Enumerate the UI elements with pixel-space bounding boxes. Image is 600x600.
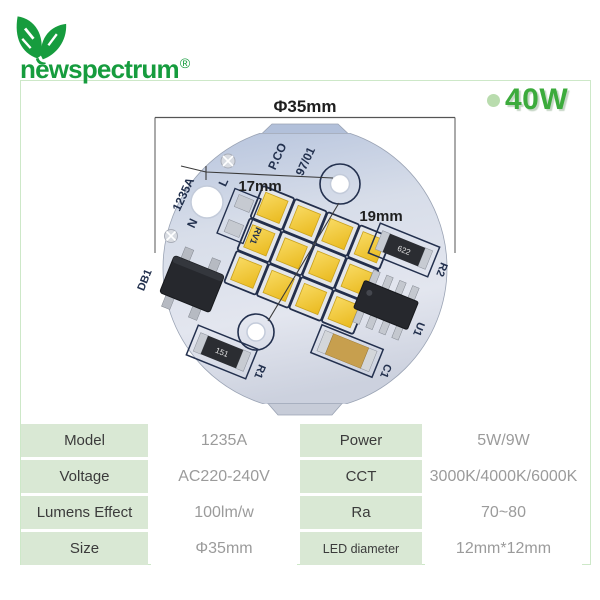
- brand-name: newspectrum®: [20, 54, 190, 85]
- solder-via-icon: [164, 153, 236, 243]
- spec-label-ra: Ra: [300, 496, 422, 529]
- spec-value-lumens: 100lm/w: [151, 496, 297, 529]
- component-c1: C1: [309, 323, 394, 380]
- spec-value-ra: 70~80: [425, 496, 582, 529]
- spec-value-led-diameter: 12mm*12mm: [425, 532, 582, 565]
- spec-label-lumens: Lumens Effect: [21, 496, 148, 529]
- power-badge: 40W: [487, 83, 568, 117]
- spec-label-model: Model: [21, 424, 148, 457]
- mount-hole-top-right: [319, 163, 361, 205]
- spec-label-led-diameter: LED diameter: [300, 532, 422, 565]
- power-badge-label: 40W: [505, 83, 569, 116]
- brand-name-text: newspectrum: [20, 54, 180, 84]
- spec-label-power: Power: [300, 424, 422, 457]
- spec-value-model: 1235A: [151, 424, 297, 457]
- spec-value-cct: 3000K/4000K/6000K: [425, 460, 582, 493]
- component-rv1: RV1: [216, 187, 264, 246]
- spec-table: Model 1235A Power 5W/9W Voltage AC220-24…: [21, 424, 582, 565]
- silkscreen-c1: C1: [377, 362, 393, 380]
- leaf-icon: [16, 16, 67, 64]
- bullet-dot-icon: [487, 93, 500, 107]
- diameter-label: Φ35mm: [273, 97, 336, 116]
- silkscreen-r2: R2: [433, 261, 449, 279]
- silkscreen-db1: DB1: [135, 268, 154, 293]
- component-r1: 151 R1: [185, 324, 268, 381]
- spec-label-cct: CCT: [300, 460, 422, 493]
- component-db1: DB1: [135, 246, 225, 321]
- brand-logo: newspectrum®: [8, 4, 228, 84]
- spec-value-size: Φ35mm: [151, 532, 297, 565]
- registered-mark: ®: [179, 55, 190, 71]
- dimension-annotations: [154, 116, 456, 322]
- mount-hole-bottom: [237, 313, 275, 351]
- spec-label-size: Size: [21, 532, 148, 565]
- diagonal-label: 19mm: [359, 208, 402, 225]
- silkscreen-u1: U1: [410, 320, 426, 338]
- hole-pitch-label: 17mm: [238, 178, 281, 195]
- silkscreen-r1: R1: [251, 363, 267, 381]
- spec-value-power: 5W/9W: [425, 424, 582, 457]
- component-u1: U1: [352, 269, 427, 341]
- pcb-diagram: DB1 U1 622 R2: [135, 97, 456, 416]
- component-r2: 622 R2: [367, 222, 450, 279]
- spec-value-voltage: AC220-240V: [151, 460, 297, 493]
- spec-label-voltage: Voltage: [21, 460, 148, 493]
- mount-hole-left: [190, 185, 224, 219]
